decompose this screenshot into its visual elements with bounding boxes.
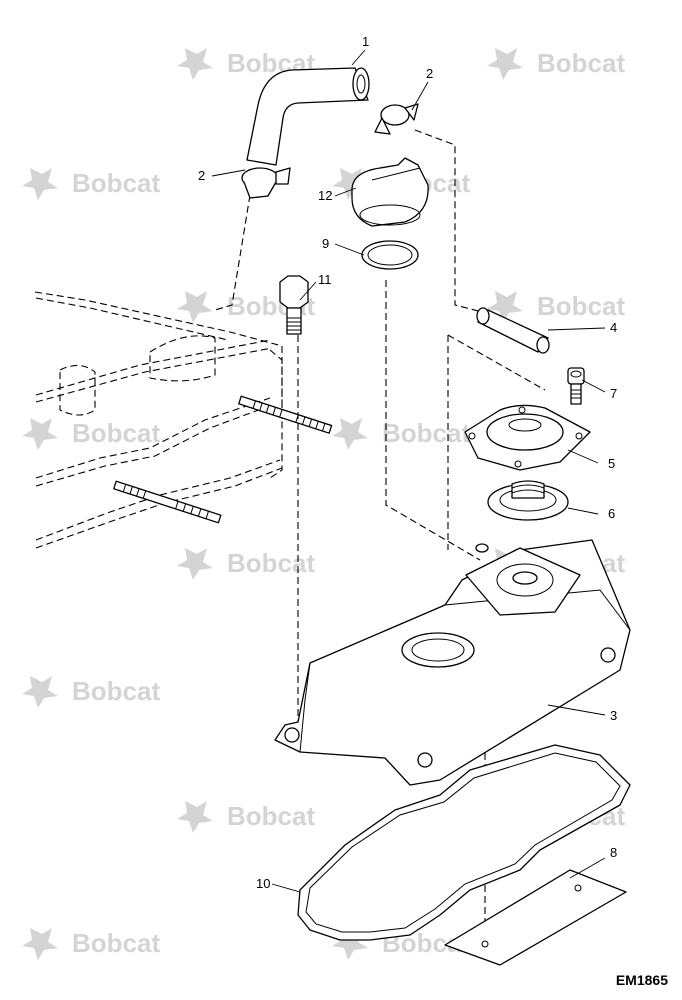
bobcat-logo-icon — [177, 291, 213, 323]
bobcat-logo-icon — [487, 48, 523, 80]
bobcat-logo-icon — [22, 928, 58, 960]
engine-head-outline — [34, 291, 283, 549]
hose-clamp-lower — [241, 167, 291, 199]
gasket — [297, 744, 631, 941]
bobcat-logo-icon — [332, 418, 368, 450]
callout-6: 6 — [608, 506, 615, 521]
breather-cover — [464, 404, 591, 471]
o-ring — [361, 240, 419, 270]
watermark: Bobcat — [22, 418, 160, 450]
watermark: Bobcat — [487, 48, 625, 80]
callout-11: 11 — [318, 272, 332, 287]
watermark: Bobcat — [177, 801, 315, 833]
callout-2a: 2 — [426, 66, 433, 81]
callout-9: 9 — [322, 236, 329, 251]
svg-text:Bobcat: Bobcat — [537, 48, 625, 78]
svg-text:Bobcat: Bobcat — [72, 676, 160, 706]
watermark: Bobcat — [22, 676, 160, 708]
watermark: Bobcat — [332, 418, 470, 450]
callouts: 1 2 2 12 9 11 4 7 5 6 3 8 10 — [198, 34, 617, 891]
hose-clamp-upper — [374, 103, 419, 135]
callout-3: 3 — [610, 708, 617, 723]
callout-12: 12 — [318, 188, 332, 203]
bobcat-logo-icon — [22, 168, 58, 200]
watermark: Bobcat — [177, 548, 315, 580]
svg-text:Bobcat: Bobcat — [537, 291, 625, 321]
bobcat-logo-icon — [177, 548, 213, 580]
callout-10: 10 — [256, 876, 270, 891]
svg-text:Bobcat: Bobcat — [382, 418, 470, 448]
bobcat-logo-icon — [177, 48, 213, 80]
stud — [238, 395, 333, 434]
oil-filler-cap — [351, 157, 429, 227]
callout-4: 4 — [610, 320, 617, 335]
callout-2b: 2 — [198, 168, 205, 183]
bobcat-logo-icon — [177, 801, 213, 833]
svg-text:Bobcat: Bobcat — [227, 801, 315, 831]
watermark: Bobcat — [22, 168, 160, 200]
callout-5: 5 — [608, 456, 615, 471]
breather-hose — [246, 67, 370, 166]
watermark: Bobcat — [22, 928, 160, 960]
callout-7: 7 — [610, 386, 617, 401]
diaphragm-spring — [487, 480, 569, 521]
svg-text:Bobcat: Bobcat — [72, 418, 160, 448]
studs — [113, 395, 333, 524]
svg-text:Bobcat: Bobcat — [72, 928, 160, 958]
plate — [444, 869, 627, 966]
bolt — [279, 275, 309, 335]
breather-tube — [476, 307, 550, 354]
screw — [567, 367, 585, 405]
drawing-code: EM1865 — [615, 972, 668, 988]
bobcat-logo-icon — [22, 418, 58, 450]
callout-8: 8 — [610, 845, 617, 860]
svg-text:Bobcat: Bobcat — [227, 548, 315, 578]
callout-1: 1 — [362, 34, 369, 49]
watermark: Bobcat — [487, 291, 625, 323]
svg-text:Bobcat: Bobcat — [72, 168, 160, 198]
valve-cover — [274, 539, 631, 786]
leader-lines — [211, 49, 606, 893]
bobcat-logo-icon — [487, 291, 523, 323]
bobcat-logo-icon — [22, 676, 58, 708]
stud — [113, 480, 222, 524]
